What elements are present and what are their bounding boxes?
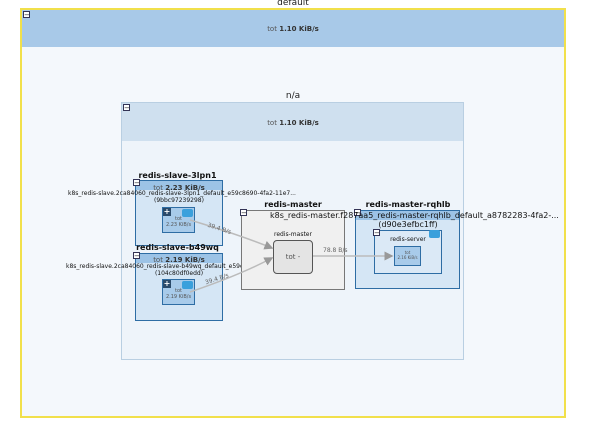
container-title-slave-3lpn1: k8s_redis-slave.2ca84060_redis-slave-3lp… xyxy=(68,190,296,197)
pod-total-slave-3lpn1: tot 2.23 KiB/s xyxy=(153,184,205,192)
collapse-group-icon[interactable]: − xyxy=(123,104,130,112)
container-title-master: k8s_redis-master.f287aa5_redis-master-rq… xyxy=(270,211,559,220)
collapse-namespace-icon[interactable]: − xyxy=(23,11,30,19)
docker-icon xyxy=(182,209,193,217)
collapse-service-icon[interactable]: − xyxy=(240,209,247,217)
pod-header-band xyxy=(356,211,459,220)
container-id-slave-b49wq: (104c80df0edd) xyxy=(154,270,204,277)
namespace-total: tot 1.10 KiB/s xyxy=(267,25,319,33)
container-title-slave-b49wq: k8s_redis-slave.2ca84060_redis-slave-b49… xyxy=(66,263,298,270)
container-id-slave-3lpn1: (9bbc97239298) xyxy=(154,197,204,204)
pod-title-slave-3lpn1: redis-slave-3lpn1 xyxy=(138,171,217,180)
service-total: tot - xyxy=(285,253,301,261)
collapse-pod-icon[interactable]: − xyxy=(354,209,361,217)
docker-icon xyxy=(429,230,440,238)
group-total: tot 1.10 KiB/s xyxy=(267,119,319,127)
edge-label-2: 39.4 B/s xyxy=(204,272,229,286)
service-node[interactable] xyxy=(273,240,313,274)
collapse-container-icon[interactable]: − xyxy=(373,229,380,237)
service-title: redis-master xyxy=(264,200,322,209)
container-inner-title: redis-server xyxy=(390,236,426,243)
edge-label-3: 78.8 B/s xyxy=(323,247,348,254)
redis-server-node[interactable] xyxy=(394,246,421,266)
plus-icon[interactable]: + xyxy=(163,207,171,216)
pod-header-band xyxy=(136,181,222,190)
edge-slave2-to-service xyxy=(189,257,274,293)
collapse-pod-icon[interactable]: − xyxy=(133,252,140,260)
namespace-title: default xyxy=(277,0,309,8)
namespace-header-band xyxy=(22,10,564,47)
pod-header-band xyxy=(136,254,222,263)
docker-icon xyxy=(182,281,193,289)
container-id-master: (d90e3efbc1ff) xyxy=(378,220,438,229)
edge-label-1: 39.4 B/s xyxy=(206,222,231,236)
plus-icon[interactable]: + xyxy=(163,279,171,288)
pod-box-slave-3lpn1[interactable] xyxy=(135,180,223,246)
pod-total-slave-b49wq: tot 2.19 KiB/s xyxy=(153,256,205,264)
group-header-band xyxy=(122,103,463,141)
group-title: n/a xyxy=(285,91,301,101)
pod-title-master: redis-master-rqhlb xyxy=(365,200,451,209)
pod-title-slave-b49wq: redis-slave-b49wq xyxy=(136,243,219,252)
service-inner-title: redis-master xyxy=(274,231,312,238)
edge-slave1-to-service xyxy=(189,219,274,250)
collapse-pod-icon[interactable]: − xyxy=(133,179,140,187)
